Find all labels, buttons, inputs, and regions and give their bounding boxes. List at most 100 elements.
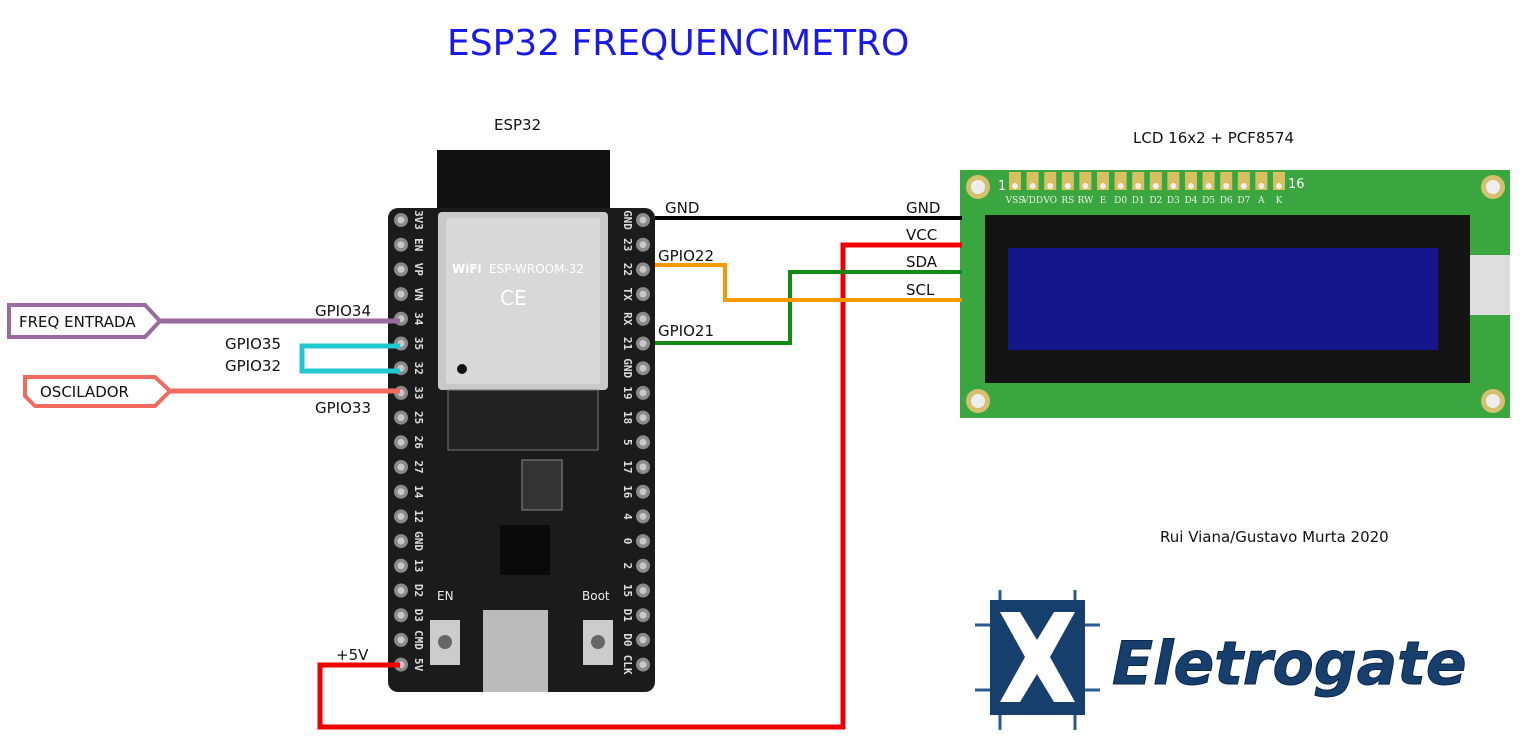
lcd-pin [1273, 172, 1285, 190]
lcd-pin-16-number: 16 [1288, 177, 1305, 192]
lcd-pin [1079, 172, 1092, 190]
lcd-pin [1255, 172, 1268, 190]
esp32-right-pin-label: GND [621, 358, 634, 378]
esp32-left-pin-label: VN [412, 287, 425, 300]
esp32-left-pin-label: 35 [412, 337, 425, 350]
esp32-right-pin-label: 23 [621, 238, 634, 251]
lcd-pin-label: RW [1077, 196, 1094, 206]
lcd-pin [1114, 172, 1127, 190]
lcd-pin-label: D3 [1167, 196, 1180, 206]
esp32-right-pin-label: 5 [621, 439, 634, 446]
scl-lcd-label: SCL [906, 281, 935, 299]
lcd-pin [1220, 172, 1233, 190]
esp32-left-pin-label: 3V3 [412, 210, 425, 230]
boot-label: Boot [582, 589, 610, 603]
esp32-right-pin-label: 17 [621, 460, 634, 473]
lcd-pin [1044, 172, 1057, 190]
module-text: ESP-WROOM-32 [489, 262, 584, 276]
freq-input-tag [7, 303, 163, 339]
esp32-left-pin-label: CMD [412, 630, 425, 650]
ce-mark: CE [500, 286, 527, 310]
esp32-right-pin-label: TX [621, 287, 634, 301]
esp32-left-pin-label: 32 [412, 362, 425, 375]
sda-lcd-label: SDA [906, 253, 938, 271]
wifi-logo: WiFi [452, 262, 482, 276]
lcd-pin-label: A [1257, 196, 1265, 206]
lcd-pin-label: D5 [1202, 196, 1215, 206]
vcc-wire [317, 242, 962, 730]
esp32-left-pin-label: 14 [412, 485, 425, 499]
lcd-pin [1237, 172, 1250, 190]
en-label: EN [437, 589, 454, 603]
gpio32-label: GPIO32 [225, 357, 281, 375]
lcd-pin-label: VDD [1021, 196, 1043, 206]
lcd-pin [1149, 172, 1162, 190]
lcd-screen [1008, 248, 1438, 350]
esp32-right-pin-label: 4 [621, 513, 634, 520]
esp32-right-pin-label: D0 [621, 633, 634, 646]
esp32-left-pin-label: GND [412, 531, 425, 551]
lcd-pin [1009, 172, 1021, 190]
vcc-lcd-label: VCC [906, 226, 937, 244]
gpio34-label: GPIO34 [315, 302, 371, 320]
lcd-pin-1-number: 1 [998, 179, 1006, 194]
lcd-pin [1132, 172, 1145, 190]
esp32-right-pin-label: D1 [621, 609, 634, 623]
esp32-left-pin-label: 12 [412, 510, 425, 523]
lcd-pin-label: VSS [1005, 196, 1025, 206]
esp32-label: ESP32 [494, 116, 541, 134]
esp32-left-pin-label: VP [412, 263, 425, 277]
esp32-left-pin-label: 26 [412, 436, 425, 450]
esp32-left-pin-label: 5V [412, 658, 425, 672]
esp32-left-pin-label: 13 [412, 559, 425, 572]
esp32-right-pin-label: CLK [621, 655, 634, 675]
lcd-pin-label: D4 [1185, 196, 1198, 206]
micro-usb-port [483, 610, 548, 692]
eletrogate-logo: Eletrogate [975, 590, 1467, 730]
lcd-pin [1167, 172, 1180, 190]
esp32-right-pin-label: 22 [621, 263, 634, 276]
esp32-left-pin-label: D2 [412, 584, 425, 597]
lcd-label: LCD 16x2 + PCF8574 [1133, 129, 1294, 147]
esp32-right-pin-label: 0 [621, 538, 634, 545]
osc-input-tag [23, 375, 173, 408]
credit-text: Rui Viana/Gustavo Murta 2020 [1160, 528, 1389, 546]
lcd-pin [1185, 172, 1197, 190]
lcd-pin [1097, 172, 1109, 190]
gnd-lcd-label: GND [906, 199, 940, 217]
gpio22-label: GPIO22 [658, 247, 714, 265]
scl-wire [655, 263, 962, 302]
esp32-right-pin-label: 21 [621, 337, 634, 351]
gpio33-label: GPIO33 [315, 399, 371, 417]
lcd-pin [1202, 172, 1215, 190]
lcd-pin-label: D1 [1132, 196, 1145, 206]
esp32-left-pin-label: 34 [412, 312, 425, 326]
5v-label: +5V [336, 646, 369, 664]
gpio35-32-loop-wire [299, 343, 400, 374]
gnd-esp-label: GND [665, 199, 699, 217]
esp32-left-pin-label: 33 [412, 386, 425, 399]
lcd-pin-label: D7 [1237, 196, 1250, 206]
lcd-pin-label: K [1276, 196, 1283, 206]
freq-input-label: FREQ ENTRADA [19, 313, 136, 331]
esp32-right-pin-label: 18 [621, 411, 634, 424]
lcd-pin-label: D6 [1220, 196, 1233, 206]
esp32-right-pin-label: 15 [621, 584, 634, 597]
esp32-right-pin-label: RX [621, 312, 634, 326]
logo-text: Eletrogate [1112, 629, 1467, 699]
lcd-pin-label: RS [1061, 196, 1074, 206]
lcd-pin-label: D0 [1114, 196, 1127, 206]
esp32-right-pin-label: 16 [621, 485, 634, 499]
esp32-left-pin-label: D3 [412, 609, 425, 622]
gpio35-label: GPIO35 [225, 335, 281, 353]
lcd-pin-label: VO [1042, 196, 1057, 206]
esp32-left-pin-label: EN [412, 238, 425, 251]
usb-chip [500, 525, 550, 575]
esp32-right-pin-label: 19 [621, 386, 634, 399]
esp32-left-pin-label: 27 [412, 460, 425, 473]
diagram-title: ESP32 FREQUENCIMETRO [447, 23, 909, 64]
sda-wire [655, 270, 962, 345]
